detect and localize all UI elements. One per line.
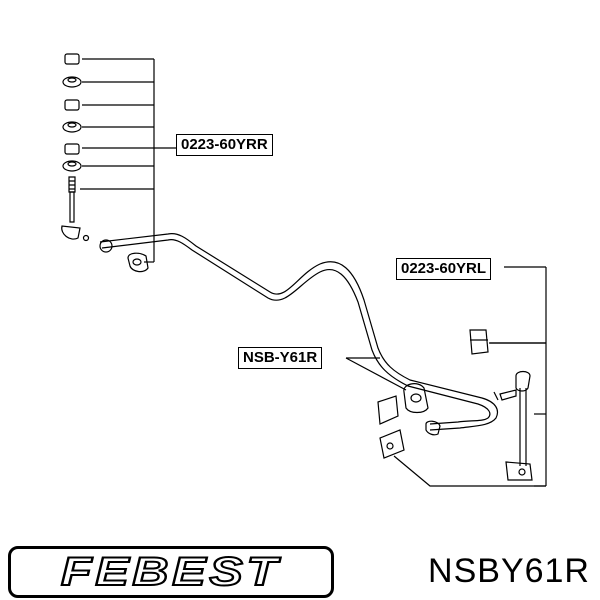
stabilizer-bar	[99, 233, 499, 431]
callout-right-part-number: 0223-60YRL	[396, 258, 492, 280]
part-number: NSBY61R	[428, 552, 590, 590]
right-callout-bracket	[490, 266, 547, 487]
middle-callout-leaders	[345, 357, 546, 487]
brand-logo: FEBEST	[8, 546, 334, 598]
left-hardware-stack	[61, 53, 113, 253]
right-mount-brackets	[377, 383, 441, 459]
callout-middle-part-number: NSB-Y61R	[238, 347, 323, 369]
brand-logo-text: FEBEST	[60, 549, 281, 595]
left-end-bushing	[127, 252, 149, 273]
left-callout-bracket	[80, 58, 176, 263]
callout-top-part-number: 0223-60YRR	[176, 134, 273, 156]
